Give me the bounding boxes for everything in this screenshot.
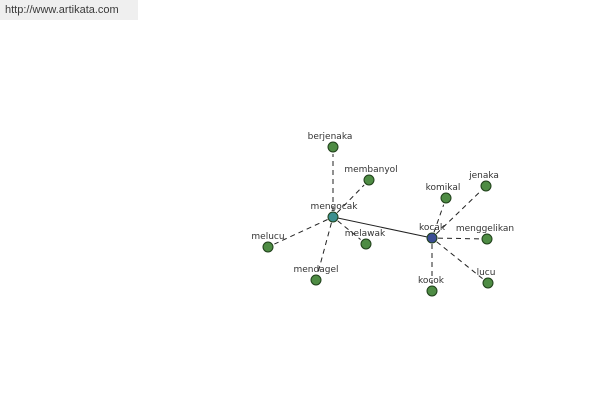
node-mengocak[interactable] [327,211,339,223]
node-lucu[interactable] [482,277,494,289]
label-mendagel[interactable]: mendagel [294,265,339,275]
edge-kocak-lucu [436,241,483,280]
label-mengocak[interactable]: mengocak [311,202,359,212]
label-layer: berjenaka membanyol melucu melawak mendagel k… [251,132,514,286]
label-menggelikan[interactable]: menggelikan [456,224,514,234]
node-kocak[interactable] [426,232,438,244]
node-komikal[interactable] [440,192,452,204]
edge-kocak-menggelikan [437,237,481,240]
node-layer [262,141,494,297]
edge-mengocak-melawak [337,220,361,240]
edge-mengocak-melucu [274,219,328,245]
source-url[interactable]: http://www.artikata.com [0,0,138,20]
node-menggelikan[interactable] [481,233,493,245]
edge-layer [274,154,483,284]
label-melawak[interactable]: melawak [345,229,386,239]
label-melucu[interactable]: melucu [251,232,284,242]
label-membanyol[interactable]: membanyol [344,165,397,175]
label-jenaka[interactable]: jenaka [468,171,499,181]
label-berjenaka[interactable]: berjenaka [308,132,353,142]
label-kocok[interactable]: kocok [418,276,445,286]
node-melawak[interactable] [360,238,372,250]
edge-mengocak-kocak [332,216,433,239]
node-membanyol[interactable] [363,174,375,186]
edge-kocak-jenaka [435,190,482,235]
edge-mengocak-membanyol [336,184,365,214]
label-lucu[interactable]: lucu [477,268,496,278]
node-kocok[interactable] [426,285,438,297]
edge-kocak-komikal [433,204,445,233]
node-jenaka[interactable] [480,180,492,192]
node-mendagel[interactable] [310,274,322,286]
node-berjenaka[interactable] [327,141,339,153]
node-melucu[interactable] [262,241,274,253]
label-komikal[interactable]: komikal [426,183,461,193]
label-kocak[interactable]: kocak [419,223,446,233]
